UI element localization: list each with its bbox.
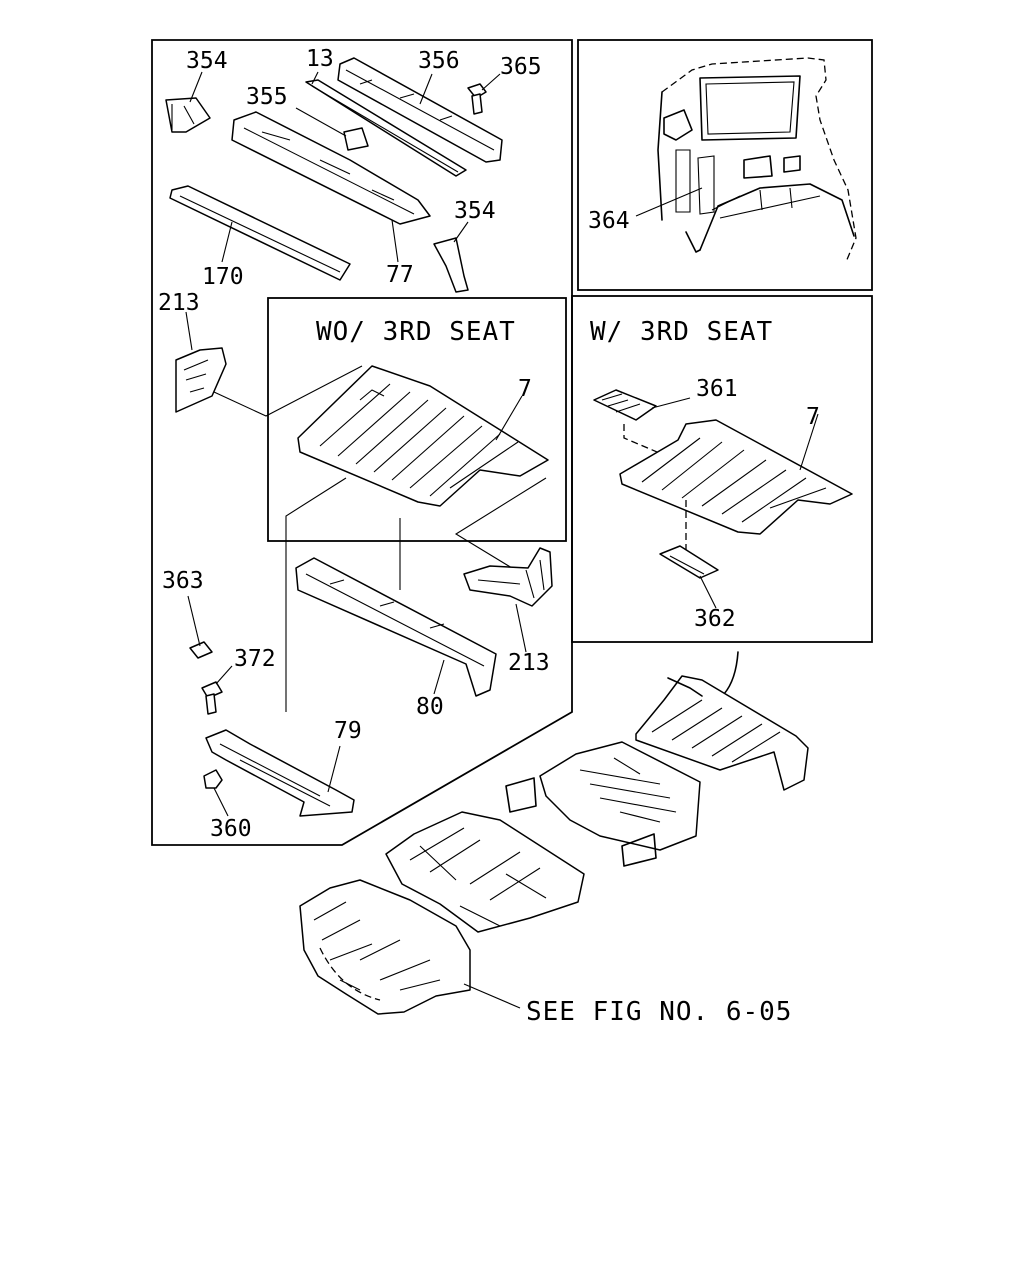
part-364-side-panel <box>657 57 857 263</box>
label-7-w: 7 <box>806 404 820 430</box>
w-3rd-seat-box <box>571 295 873 643</box>
part-360-nut <box>203 769 223 789</box>
assembly-middle-floor <box>505 741 701 867</box>
label-356: 356 <box>418 48 460 74</box>
label-80: 80 <box>416 694 444 720</box>
label-355: 355 <box>246 84 288 110</box>
caption-w-3rd-seat: W/ 3RD SEAT <box>590 317 773 347</box>
label-13: 13 <box>306 46 334 72</box>
label-362: 362 <box>694 606 736 632</box>
part-170-rail <box>169 185 351 281</box>
part-79-bracket <box>205 729 355 817</box>
label-79: 79 <box>334 718 362 744</box>
label-77: 77 <box>386 262 414 288</box>
part-7-floor-panel-w <box>619 419 853 535</box>
label-361: 361 <box>696 376 738 402</box>
part-365-bolt <box>467 83 487 115</box>
label-354-upper: 354 <box>186 48 228 74</box>
part-361-mat <box>593 389 657 421</box>
part-213-bracket-right <box>463 547 553 607</box>
part-356-crossmember <box>337 57 503 163</box>
side-panel-box <box>577 39 873 291</box>
part-80-crossmember <box>295 557 497 697</box>
caption-see-fig: SEE FIG NO. 6-05 <box>526 997 792 1027</box>
part-363-clip <box>189 641 213 659</box>
label-372: 372 <box>234 646 276 672</box>
part-372-bolt <box>201 681 223 715</box>
label-363: 363 <box>162 568 204 594</box>
label-213-right: 213 <box>508 650 550 676</box>
assembly-front-floor <box>385 811 585 933</box>
connection-arrow <box>723 651 739 695</box>
wo-3rd-seat-box <box>267 297 567 542</box>
part-77-sill <box>231 111 431 225</box>
part-354-bracket-lower <box>433 237 469 293</box>
label-170: 170 <box>202 264 244 290</box>
assembly-rear-floor <box>635 675 809 791</box>
caption-wo-3rd-seat: WO/ 3RD SEAT <box>316 317 516 347</box>
part-7-floor-panel-wo <box>297 365 549 507</box>
label-365: 365 <box>500 54 542 80</box>
assembly-dash-panel <box>299 879 471 1015</box>
label-354-lower: 354 <box>454 198 496 224</box>
part-354-bracket-upper <box>165 97 211 133</box>
part-355-bracket <box>343 127 369 151</box>
label-7-wo: 7 <box>518 376 532 402</box>
part-213-bracket-left <box>175 347 227 413</box>
label-360: 360 <box>210 816 252 842</box>
part-362-plate <box>659 545 719 579</box>
main-parts-frame <box>151 39 573 846</box>
label-213-left: 213 <box>158 290 200 316</box>
label-364: 364 <box>588 208 630 234</box>
